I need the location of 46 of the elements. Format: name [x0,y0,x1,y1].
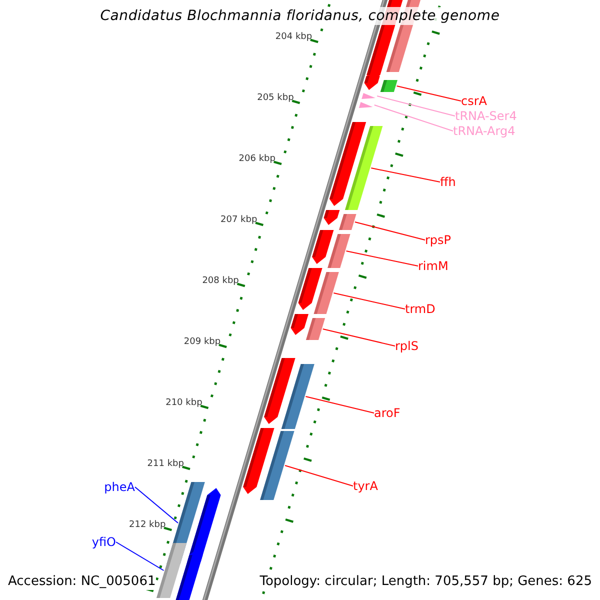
gene-bar [339,214,356,230]
genome-info-text: Topology: circular; Length: 705,557 bp; Genes: 625 [260,574,592,590]
gene-bar [328,234,350,268]
gene-label: tRNA-Ser4 [455,108,517,124]
trna-marker [358,102,373,108]
tick-label: 209 kbp [184,336,221,350]
gene-bar [281,364,314,429]
tick-label: 205 kbp [257,92,294,106]
leader-line [354,222,426,240]
tick-label: 208 kbp [202,275,239,288]
gene-label: aroF [374,405,400,421]
gene-label: trmD [405,301,436,317]
gene-label: rimM [418,258,448,274]
leader-line [284,465,354,486]
tick-label: 204 kbp [275,31,312,44]
gene-bar [260,431,294,500]
gene-label: pheA [104,479,135,495]
gene-label: rpsP [425,232,452,248]
leader-line [116,542,164,571]
gene-bar [345,126,383,210]
leader-line [346,250,418,266]
trna-marker [362,93,376,99]
tick-label: 212 kbp [129,519,166,532]
leader-line [370,168,440,182]
leader-line [396,86,462,102]
gene-label: csrA [461,93,487,109]
leader-line [374,104,454,132]
gene-bar [380,80,398,92]
leader-line [305,396,374,414]
gene-bar [156,543,187,598]
tick-label: 210 kbp [166,397,202,410]
leader-line [322,328,396,346]
tick-label: 206 kbp [238,153,276,166]
tick-label: 211 kbp [147,458,184,472]
accession-text: Accession: NC_005061 [8,574,156,590]
leader-line [333,292,406,310]
leader-line [376,96,456,116]
gene-label: tyrA [353,478,378,494]
gene-label: rplS [395,338,419,354]
gene-label: yfiO [92,534,116,550]
tick-label: 207 kbp [220,214,258,228]
gene-label: ffh [440,174,456,190]
gene-bar [314,272,339,314]
gene-bar [306,318,326,340]
gene-label: tRNA-Arg4 [453,123,516,139]
leader-line [134,486,178,524]
